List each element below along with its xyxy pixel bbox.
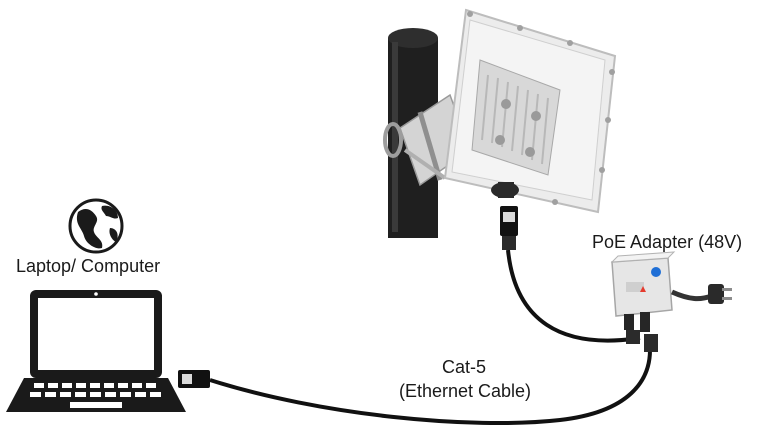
cable-ap-to-poe [506,249,641,343]
power-plug [670,284,732,304]
rj45-connector-laptop [178,370,210,388]
cable-label-line2: (Ethernet Cable) [398,381,532,401]
globe-icon [68,198,124,254]
poe-adapter [610,251,676,332]
laptop-label: Laptop/ Computer [16,256,161,276]
rj45-connector-poe [626,330,658,352]
cable-laptop-to-poe [209,349,652,426]
rj45-connector-ap [500,206,518,250]
poe-adapter-label: PoE Adapter (48V) [592,232,743,252]
outdoor-access-point [443,8,617,214]
laptop-icon [6,290,186,412]
cable-label-line1: Cat-5 [441,357,486,377]
